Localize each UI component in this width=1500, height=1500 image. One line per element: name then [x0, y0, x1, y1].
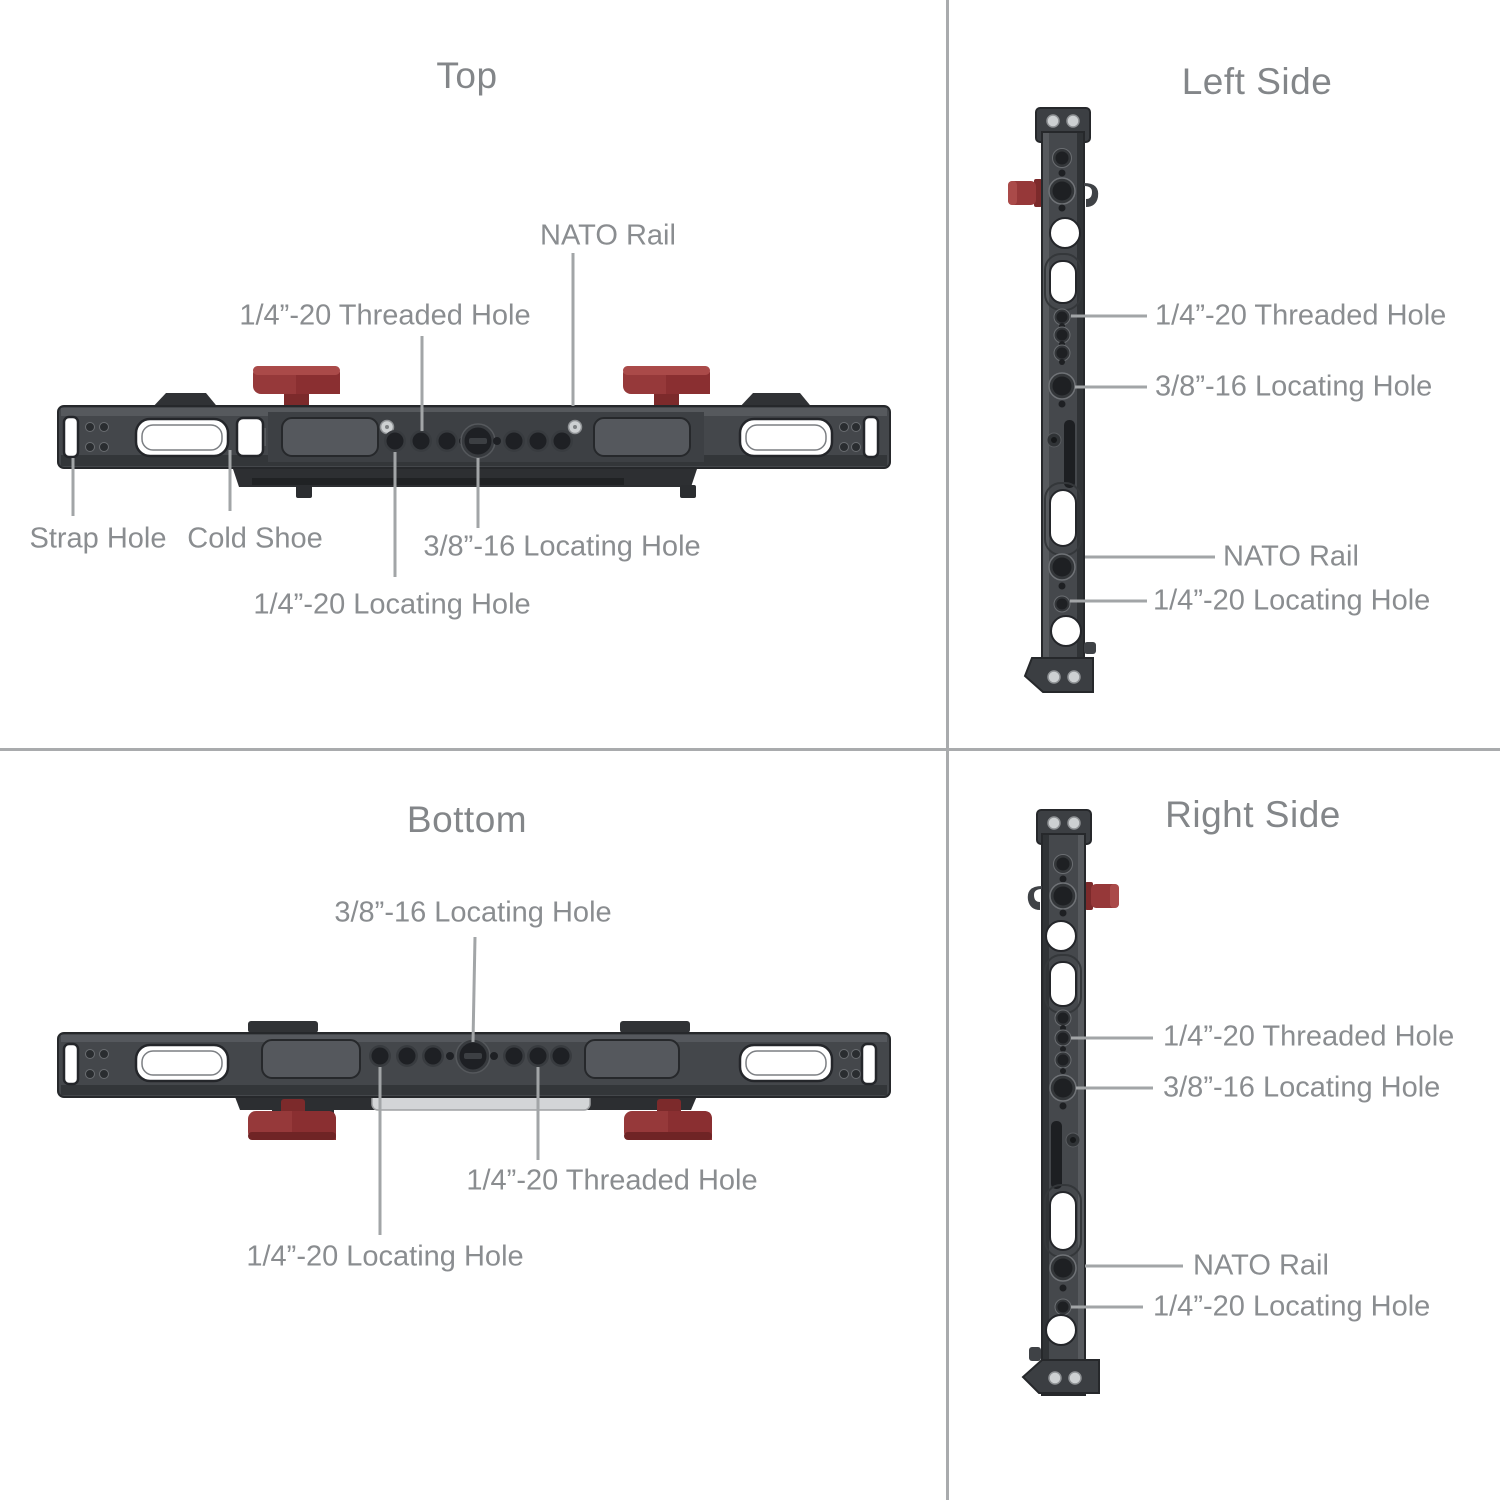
bottom-view-device — [57, 936, 891, 1235]
clamp-hook — [1084, 183, 1099, 207]
label-strap-hole: Strap Hole — [29, 522, 167, 555]
view-title-left-side: Left Side — [1181, 61, 1333, 102]
bottom-view-leader-lines — [378, 936, 540, 1235]
label-locating-hole-38: 3/8”-16 Locating Hole — [1163, 1071, 1441, 1104]
label-locating-hole-38: 3/8”-16 Locating Hole — [334, 896, 612, 929]
top-view-leader-lines — [71, 253, 575, 577]
thumbscrew-knob — [623, 366, 710, 409]
view-title-right-side: Right Side — [1165, 794, 1341, 835]
label-locating-hole-38: 3/8”-16 Locating Hole — [1155, 370, 1433, 403]
label-threaded-hole: 1/4”-20 Threaded Hole — [239, 299, 531, 332]
right-side-foot — [1021, 1347, 1100, 1394]
label-threaded-hole: 1/4”-20 Threaded Hole — [1163, 1020, 1455, 1053]
top-view-hole-row — [379, 419, 583, 459]
horizontal-divider — [0, 748, 1500, 751]
thumbscrew-knob — [624, 1099, 712, 1140]
cold-shoe-slot — [235, 416, 266, 458]
thumbscrew-knob-side — [1008, 179, 1042, 207]
strap-hole-left — [62, 1042, 230, 1086]
thumbscrew-knob-side — [1085, 882, 1119, 910]
view-title-top: Top — [436, 55, 498, 96]
right-side-leader-lines — [1071, 1036, 1183, 1309]
bottom-view-hole-row — [369, 1038, 572, 1074]
thumbscrew-knob — [248, 1099, 336, 1140]
label-locating-hole-14: 1/4”-20 Locating Hole — [246, 1240, 524, 1273]
label-locating-hole-14: 1/4”-20 Locating Hole — [253, 588, 531, 621]
strap-hole-right — [738, 415, 880, 459]
left-side-holes — [1044, 148, 1082, 647]
left-side-foot — [1023, 642, 1096, 693]
left-side-view-device — [1008, 107, 1215, 693]
label-locating-hole-14: 1/4”-20 Locating Hole — [1153, 584, 1431, 617]
label-nato-rail: NATO Rail — [1193, 1249, 1329, 1282]
label-nato-rail: NATO Rail — [540, 219, 676, 252]
right-side-holes — [1044, 854, 1082, 1346]
thumbscrew-knob — [253, 366, 340, 409]
clamp-hook — [1027, 886, 1042, 910]
view-title-bottom: Bottom — [406, 799, 528, 840]
label-cold-shoe: Cold Shoe — [187, 522, 323, 555]
label-nato-rail: NATO Rail — [1223, 540, 1359, 573]
top-view-device — [57, 253, 891, 577]
strap-hole-left — [62, 415, 230, 459]
label-locating-hole-14: 1/4”-20 Locating Hole — [1153, 1290, 1431, 1323]
label-threaded-hole: 1/4”-20 Threaded Hole — [1155, 299, 1447, 332]
strap-hole-right — [738, 1042, 878, 1086]
right-side-view-device — [1021, 809, 1183, 1396]
label-threaded-hole: 1/4”-20 Threaded Hole — [466, 1164, 758, 1197]
left-side-leader-lines — [1070, 314, 1215, 603]
label-locating-hole-38: 3/8”-16 Locating Hole — [423, 530, 701, 563]
